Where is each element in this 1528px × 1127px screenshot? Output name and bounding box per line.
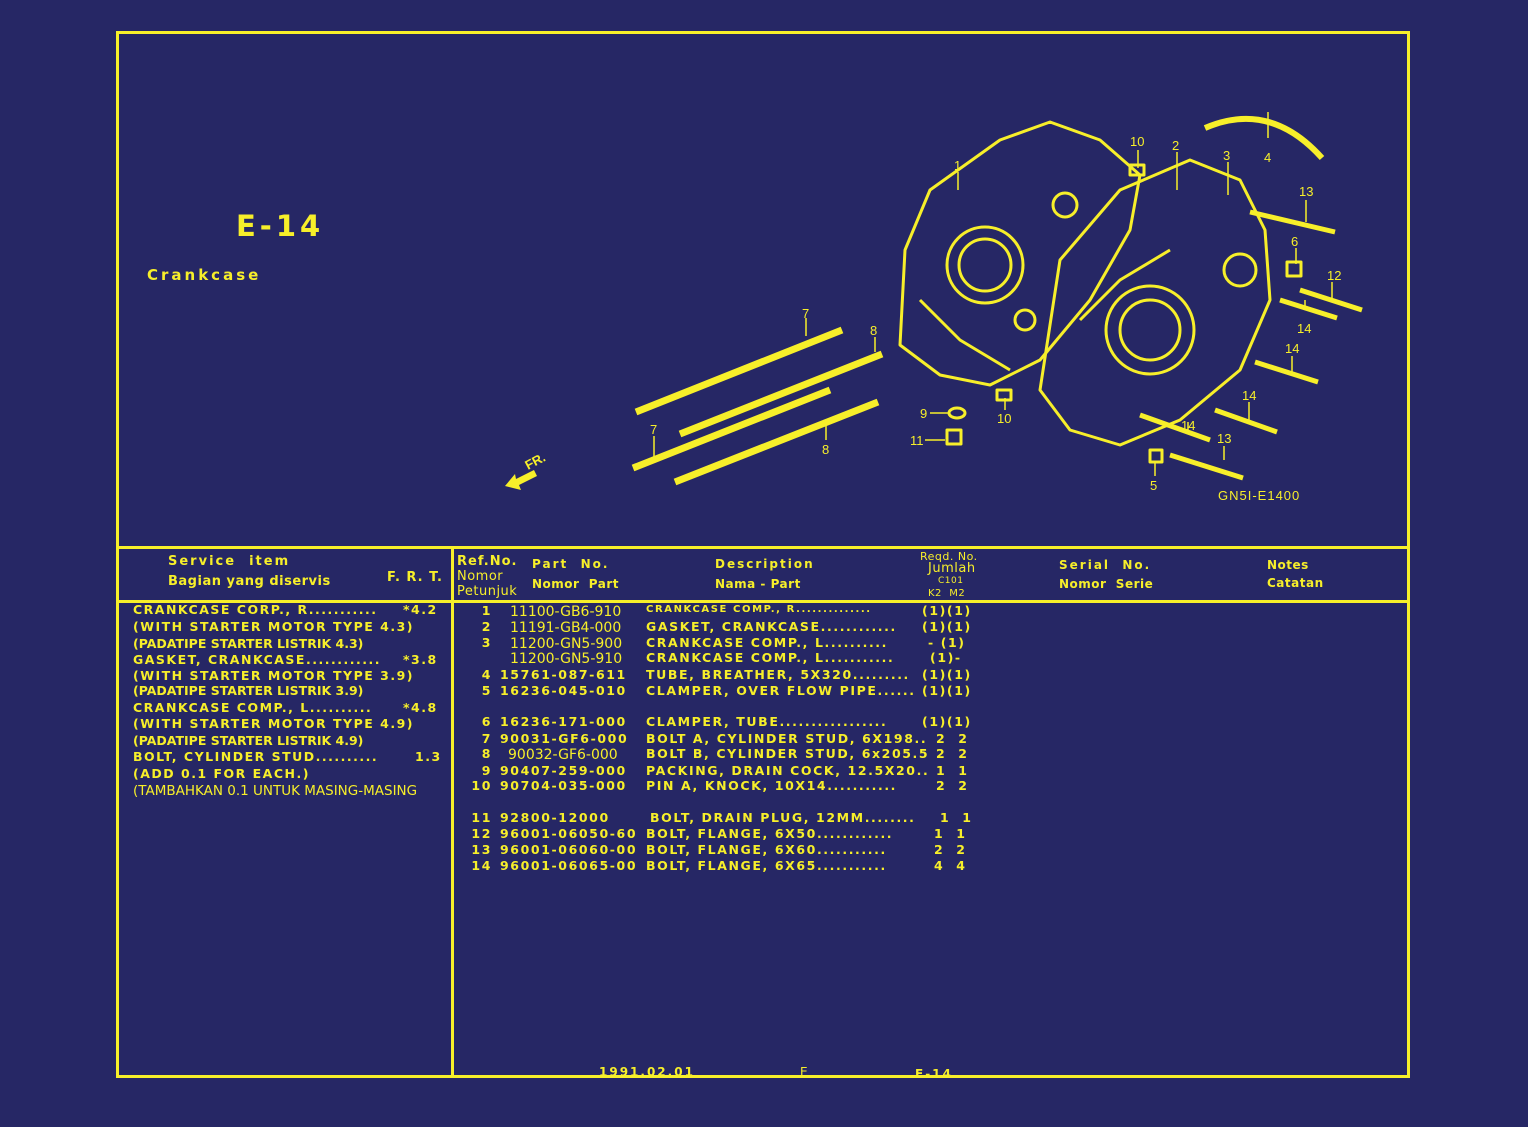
service-item: (TAMBAHKAN 0.1 UNTUK MASING-MASING — [133, 783, 418, 799]
footer-page-code: E-14 — [915, 1067, 953, 1081]
svg-text:10: 10 — [1130, 134, 1144, 149]
svg-text:14: 14 — [1285, 341, 1299, 356]
service-item: CRANKCASE CORP., R...........*4.2 — [133, 602, 438, 617]
page-frame — [116, 31, 1410, 1078]
page-code-title: E-14 — [236, 209, 325, 243]
header-top-rule — [116, 546, 1410, 549]
svg-text:8: 8 — [822, 442, 829, 457]
svg-text:14: 14 — [1181, 418, 1195, 433]
description-header: Description — [715, 557, 815, 571]
front-arrow-icon — [505, 470, 537, 490]
crankcase-right-half — [898, 120, 1142, 387]
ref-no-header: Ref.No. — [457, 554, 518, 569]
footer-section: E — [800, 1065, 810, 1079]
service-item: (PADATIPE STARTER LISTRIK 4.9) — [133, 733, 364, 748]
service-item: (PADATIPE STARTER LISTRIK 4.3) — [133, 636, 364, 651]
serial-no-header: Serial No. — [1059, 558, 1152, 572]
service-item: CRANKCASE COMP., L..........*4.8 — [133, 700, 438, 715]
svg-text:1: 1 — [954, 158, 961, 173]
svg-text:14: 14 — [1297, 321, 1311, 336]
svg-text:4: 4 — [1264, 150, 1271, 165]
svg-text:FR.: FR. — [522, 450, 548, 473]
svg-text:11: 11 — [910, 433, 924, 448]
svg-text:10: 10 — [997, 411, 1011, 426]
svg-text:3: 3 — [1223, 148, 1230, 163]
notes-header-id: Catatan — [1267, 576, 1324, 590]
svg-text:13: 13 — [1217, 431, 1231, 446]
page-subtitle: Crankcase — [147, 266, 262, 284]
part-no-header-id: Nomor Part — [532, 577, 620, 591]
svg-text:2: 2 — [1172, 138, 1179, 153]
svg-text:13: 13 — [1299, 184, 1313, 199]
ref-no-header-id-2: Petunjuk — [457, 584, 518, 599]
svg-text:7: 7 — [802, 306, 809, 321]
svg-text:5: 5 — [1150, 478, 1157, 493]
service-item: (ADD 0.1 FOR EACH.) — [133, 766, 310, 781]
svg-text:12: 12 — [1327, 268, 1341, 283]
service-item: BOLT, CYLINDER STUD..........1.3 — [133, 749, 442, 764]
jumlah-header: Jumlah — [928, 561, 976, 576]
column-divider — [451, 546, 454, 1078]
service-item: (WITH STARTER MOTOR TYPE 4.9) — [133, 716, 415, 731]
footer-date: 1991.02.01 — [599, 1065, 695, 1079]
service-item: (WITH STARTER MOTOR TYPE 4.3) — [133, 619, 415, 634]
ref-no-header-id-1: Nomor — [457, 569, 504, 584]
svg-text:8: 8 — [870, 323, 877, 338]
svg-text:6: 6 — [1291, 234, 1298, 249]
crankcase-exploded-diagram: FR. 1 2 3 4 5 6 7 7 8 8 9 10 10 11 12 13… — [505, 112, 1363, 503]
crankcase-left-half — [1038, 158, 1272, 447]
service-item: (WITH STARTER MOTOR TYPE 3.9) — [133, 668, 415, 683]
svg-text:9: 9 — [920, 406, 927, 421]
header-bottom-rule — [116, 600, 1410, 603]
models-header: K2 M2 — [928, 588, 966, 599]
svg-text:7: 7 — [650, 422, 657, 437]
description-header-id: Nama - Part — [715, 577, 801, 591]
service-item: (PADATIPE STARTER LISTRIK 3.9) — [133, 683, 364, 698]
svg-text:14: 14 — [1242, 388, 1256, 403]
notes-header: Notes — [1267, 558, 1309, 572]
service-item-header: Service item — [168, 554, 291, 569]
figure-id: GN5I-E1400 — [1218, 488, 1300, 503]
serial-no-header-id: Nomor Serie — [1059, 577, 1154, 591]
frt-header: F. R. T. — [387, 570, 443, 585]
service-item-header-id: Bagian yang diservis — [168, 574, 331, 589]
reqd-no-header: Reqd. No. — [920, 550, 978, 563]
service-item: GASKET, CRANKCASE............*3.8 — [133, 652, 438, 667]
model-code-header: C101 — [938, 576, 964, 586]
part-no-header: Part No. — [532, 557, 610, 571]
